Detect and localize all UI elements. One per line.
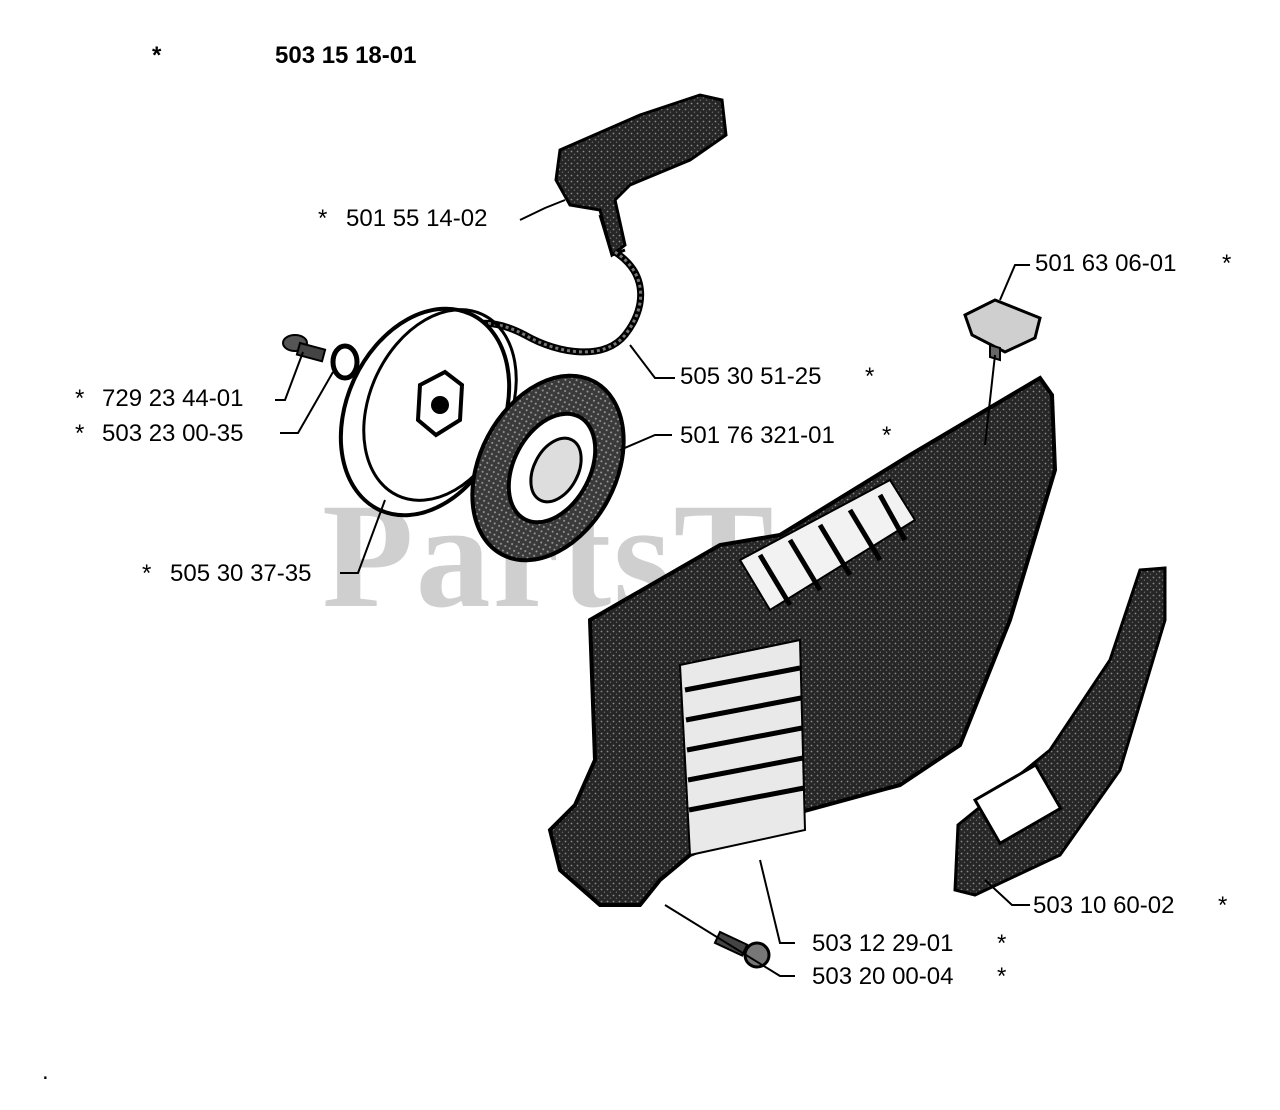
callout-star: *	[75, 385, 85, 412]
assembly-star: *	[152, 42, 162, 69]
part-number-label: 503 10 60-02	[1033, 892, 1175, 919]
decal-part	[953, 566, 1167, 897]
callout-star: *	[865, 363, 875, 390]
part-number-label: 503 20 00-04	[812, 963, 954, 990]
part-number-label: 501 76 321-01	[680, 422, 835, 449]
callout-star: *	[1218, 892, 1228, 919]
spring-housing-part	[470, 373, 626, 563]
part-number-label: 501 63 06-01	[1035, 250, 1177, 277]
part-number-label: 505 30 51-25	[680, 363, 822, 390]
part-number-label: 503 23 00-35	[102, 420, 244, 447]
assembly-number: 503 15 18-01	[275, 42, 417, 69]
callout-star: *	[997, 963, 1007, 990]
starter-handle-part	[554, 93, 728, 258]
callout-star: *	[997, 930, 1007, 957]
footer-mark: .	[42, 1058, 49, 1085]
screw-washer-part	[282, 334, 360, 381]
callout-star: *	[75, 420, 85, 447]
leader-lines	[275, 199, 1030, 977]
part-number-label: 729 23 44-01	[102, 385, 244, 412]
callout-star: *	[142, 560, 152, 587]
part-number-label: 501 55 14-02	[346, 205, 488, 232]
part-number-label: 505 30 37-35	[170, 560, 312, 587]
pulley-part	[338, 306, 518, 518]
callout-star: *	[318, 205, 328, 232]
callout-star: *	[882, 422, 892, 449]
cap-part	[963, 298, 1042, 362]
bottom-screw-part	[713, 930, 771, 969]
starter-cover-part	[547, 375, 1058, 907]
part-number-label: 503 12 29-01	[812, 930, 954, 957]
callout-star: *	[1222, 250, 1232, 277]
